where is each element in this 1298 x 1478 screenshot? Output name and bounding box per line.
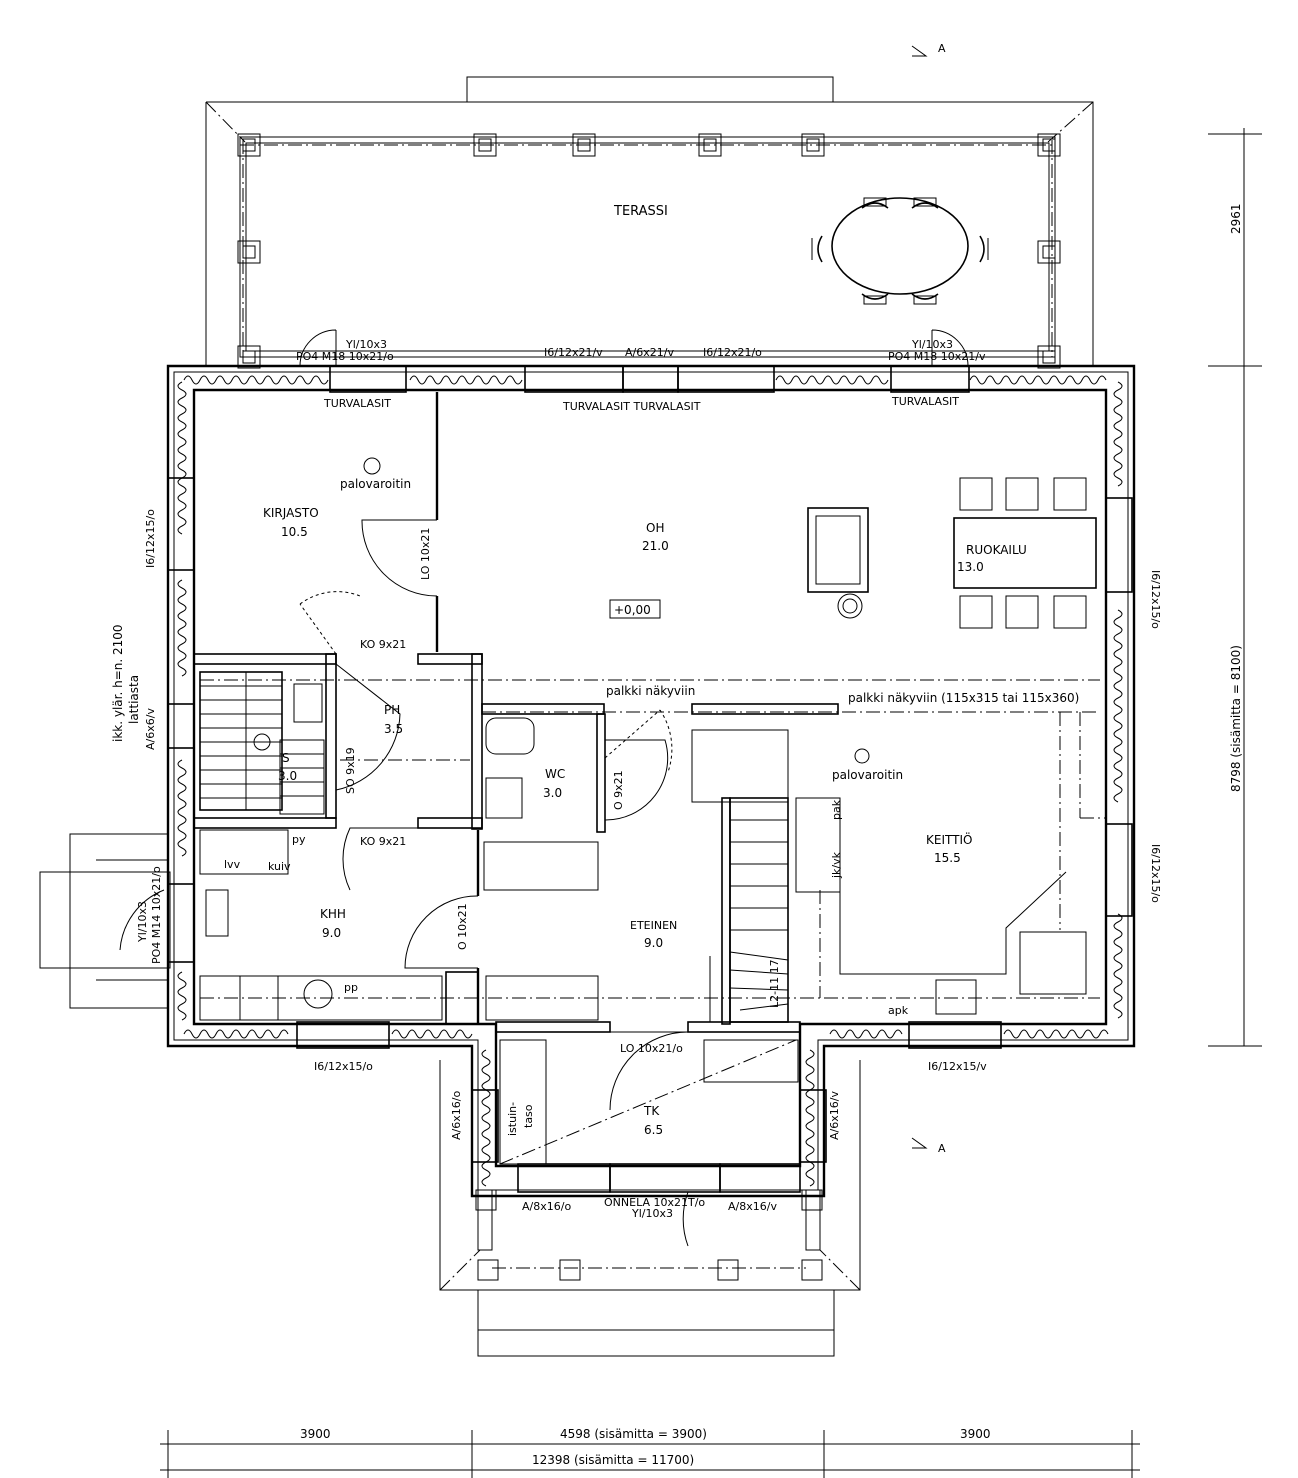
dimension-right-top: 2961 [1229,203,1243,234]
window-code-left-2: A/6x6/v [144,708,157,750]
dimension-bottom-total: 12398 (sisämitta = 11700) [532,1453,694,1467]
window-code-tk-left: A/6x16/o [450,1091,463,1140]
window-code-right-2: I6/12x15/o [1149,844,1162,903]
room-area-ph: 3.5 [384,722,403,736]
room-name-s: S [282,751,290,765]
door-code-left-1: Yl/10x3 [136,901,149,943]
door-code-o-wc: O 9x21 [612,770,625,810]
window-code-left-1: I6/12x15/o [144,509,157,568]
label-py: py [292,833,306,846]
terrace-dining-set [811,197,989,305]
window-code-entry-right: A/8x16/v [728,1200,777,1213]
room-area-oh: 21.0 [642,539,669,553]
window-code-right-1: I6/12x15/o [1149,570,1162,629]
window-code-top-2: I6/12x21/o [703,346,762,359]
door-code-ko-khh: KO 9x21 [360,835,406,848]
outer-walls [166,364,1136,1198]
label-jkvk: jk/vk [830,851,843,879]
stair-main [691,729,841,1023]
room-name-ruokailu: RUOKAILU [966,543,1027,557]
palovaroitin-label-2: palovaroitin [832,768,903,782]
door-code-ko-ph: KO 9x21 [360,638,406,651]
glass-label-3: TURVALASIT [891,395,959,408]
room-area-kirjasto: 10.5 [281,525,308,539]
glass-label-2: TURVALASIT TURVALASIT [562,400,701,413]
door-code-yl-right-1: Yl/10x3 [911,338,953,351]
label-pak: pak [830,799,843,820]
stair-left [199,671,325,815]
dimension-right-main: 8798 (sisämitta = 8100) [1229,645,1243,792]
dimension-bottom-right: 3900 [960,1427,991,1441]
dimension-lines [160,45,1262,1478]
room-area-tk: 6.5 [644,1123,663,1137]
room-name-ph: PH [384,703,400,717]
label-apk: apk [888,1004,909,1017]
window-code-bottom-left: I6/12x15/o [314,1060,373,1073]
beam-label-1: palkki näkyviin [606,684,695,698]
room-name-khh: KHH [320,907,346,921]
room-name-wc: WC [545,767,565,781]
entry-porch [439,1060,861,1357]
window-code-tk-right: A/6x16/v [828,1091,841,1140]
beam-lines [200,679,1106,999]
terrace [205,76,1094,369]
section-marker-top: A [938,42,946,55]
terrace-posts [237,133,1061,369]
window-note-2: lattiasta [127,675,141,724]
door-code-top: A/6x21/v [625,346,674,359]
room-name-terassi: TERASSI [613,204,668,219]
level-label: +0,00 [614,603,651,617]
room-name-tk: TK [643,1104,660,1118]
left-canopy [39,833,171,1009]
room-name-keittio: KEITTIÖ [926,831,972,847]
label-taso: taso [522,1104,535,1128]
room-name-eteinen: ETEINEN [630,919,677,932]
labels: TERASSI KIRJASTO 10.5 OH 21.0 RUOKAILU 1… [111,42,1243,1467]
door-code-lo-kirjasto: LO 10x21 [419,528,432,580]
room-name-kirjasto: KIRJASTO [263,506,319,520]
windows [167,365,1133,1193]
window-code-top-1: I6/12x21/v [544,346,603,359]
window-note-1: ikk. ylär. h=n. 2100 [111,624,125,742]
door-code-entry-1: ONNELA 10x21T/o [604,1196,705,1209]
palovaroitin-label-1: palovaroitin [340,477,411,491]
label-pp: pp [344,981,358,994]
door-code-yl-left-1: Yl/10x3 [345,338,387,351]
window-code-entry-left: A/8x16/o [522,1200,571,1213]
door-code-lo-tk: LO 10x21/o [620,1042,683,1055]
room-name-oh: OH [646,521,664,535]
door-swings [119,329,969,1247]
section-marker-bottom: A [938,1142,946,1155]
room-area-eteinen: 9.0 [644,936,663,950]
door-code-o-khh: O 10x21 [456,903,469,950]
stair-label: L2-11 17 [768,959,781,1008]
door-code-yl-left-2: PO4 M18 10x21/o [296,350,394,363]
door-code-yl-right-2: PO4 M18 10x21/v [888,350,986,363]
window-code-bottom-right: I6/12x15/v [928,1060,987,1073]
door-code-so: SO 9x19 [344,747,357,794]
room-area-wc: 3.0 [543,786,562,800]
beam-label-2: palkki näkyviin (115x315 tai 115x360) [848,691,1079,705]
label-kuiv: kuiv [268,860,291,873]
door-code-entry-2: Yl/10x3 [631,1207,673,1220]
door-code-left-2: PO4 M14 10x21/o [150,866,163,964]
dimension-bottom-left: 3900 [300,1427,331,1441]
glass-label-1: TURVALASIT [323,397,391,410]
room-area-s: 3.0 [278,769,297,783]
room-area-khh: 9.0 [322,926,341,940]
room-area-keittio: 15.5 [934,851,961,865]
fixtures [199,457,1097,1165]
label-istuin: istuin- [506,1102,519,1136]
room-area-ruokailu: 13.0 [957,560,984,574]
label-lvv: lvv [224,858,241,871]
dimension-bottom-mid: 4598 (sisämitta = 3900) [560,1427,707,1441]
